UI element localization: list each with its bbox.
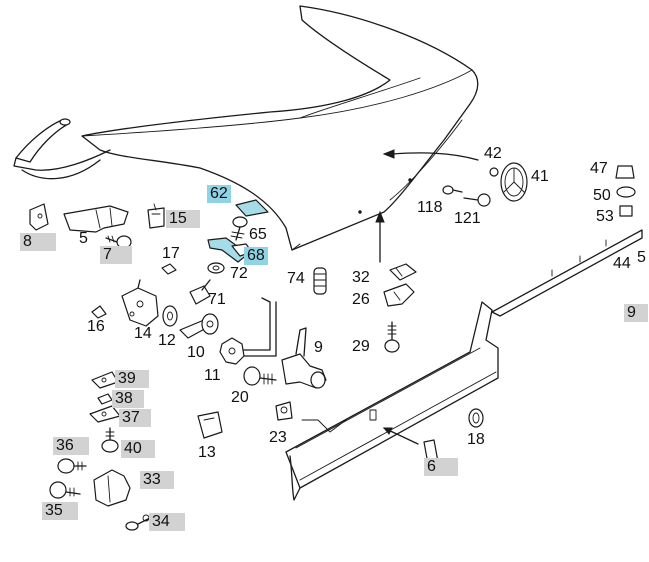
part-40-bolt[interactable] bbox=[101, 427, 119, 453]
part-44-trim-strip[interactable] bbox=[491, 229, 643, 317]
callout-53[interactable]: 53 bbox=[596, 208, 614, 225]
part-65-screw[interactable] bbox=[230, 216, 248, 241]
part-35-bolt[interactable] bbox=[49, 481, 81, 499]
callout-34[interactable]: 34 bbox=[149, 513, 185, 531]
part-15-clip[interactable] bbox=[147, 203, 165, 229]
callout-72[interactable]: 72 bbox=[230, 265, 248, 282]
part-26-latch[interactable] bbox=[383, 283, 415, 307]
part-20-bolt[interactable] bbox=[243, 366, 277, 386]
callout-16[interactable]: 16 bbox=[87, 318, 105, 335]
part-71-bolt[interactable] bbox=[189, 279, 211, 305]
part-29-bolt[interactable] bbox=[384, 321, 400, 353]
callout-8[interactable]: 8 bbox=[20, 233, 56, 251]
part-9-actuator[interactable] bbox=[281, 327, 327, 389]
callout-32[interactable]: 32 bbox=[352, 269, 370, 286]
callout-10[interactable]: 10 bbox=[187, 344, 205, 361]
callout-68[interactable]: 68 bbox=[244, 247, 268, 265]
callout-36[interactable]: 36 bbox=[53, 437, 89, 455]
part-10-linkage[interactable] bbox=[179, 313, 219, 339]
part-118-screw[interactable] bbox=[442, 185, 463, 195]
callout-74[interactable]: 74 bbox=[287, 270, 305, 287]
callout-37[interactable]: 37 bbox=[119, 409, 151, 427]
callout-18[interactable]: 18 bbox=[467, 431, 485, 448]
callout-5-left[interactable]: 5 bbox=[79, 230, 88, 247]
callout-20[interactable]: 20 bbox=[231, 389, 249, 406]
callout-7[interactable]: 7 bbox=[100, 246, 132, 264]
callout-12[interactable]: 12 bbox=[158, 332, 176, 349]
part-17-nut[interactable] bbox=[161, 263, 177, 275]
part-121-bolt[interactable] bbox=[463, 193, 491, 207]
callout-41[interactable]: 41 bbox=[531, 168, 549, 185]
part-11-gear[interactable] bbox=[219, 297, 277, 365]
part-14-lock[interactable] bbox=[121, 279, 159, 327]
callout-14[interactable]: 14 bbox=[134, 325, 152, 342]
callout-17[interactable]: 17 bbox=[162, 245, 180, 262]
callout-23[interactable]: 23 bbox=[269, 429, 287, 446]
trunk-lid bbox=[81, 5, 479, 251]
callout-6[interactable]: 6 bbox=[424, 458, 458, 476]
callout-35[interactable]: 35 bbox=[42, 502, 78, 520]
callout-47[interactable]: 47 bbox=[590, 160, 608, 177]
callout-118[interactable]: 118 bbox=[417, 199, 443, 216]
callout-65[interactable]: 65 bbox=[249, 226, 267, 243]
part-8-bracket[interactable] bbox=[29, 203, 49, 231]
part-36-bolt[interactable] bbox=[57, 458, 87, 474]
part-37-plate[interactable] bbox=[89, 405, 121, 423]
part-13-bracket[interactable] bbox=[197, 411, 223, 439]
part-32-bracket[interactable] bbox=[389, 263, 417, 281]
callout-38[interactable]: 38 bbox=[112, 390, 144, 408]
callout-9-right[interactable]: 9 bbox=[624, 304, 648, 322]
callout-15[interactable]: 15 bbox=[166, 210, 200, 228]
part-42-nut[interactable] bbox=[489, 167, 499, 177]
callout-11[interactable]: 11 bbox=[204, 367, 221, 384]
part-18-grommet[interactable] bbox=[468, 408, 484, 428]
callout-13[interactable]: 13 bbox=[198, 444, 216, 461]
arrow-to-lid bbox=[375, 210, 385, 263]
part-12-washer[interactable] bbox=[162, 305, 178, 327]
callout-40[interactable]: 40 bbox=[121, 440, 155, 458]
part-5-latch-bracket[interactable] bbox=[63, 205, 129, 233]
part-23-clip[interactable] bbox=[275, 401, 293, 421]
part-16-clip[interactable] bbox=[91, 305, 107, 319]
callout-29[interactable]: 29 bbox=[352, 338, 370, 355]
callout-71[interactable]: 71 bbox=[208, 291, 226, 308]
parts-47-50-53[interactable] bbox=[615, 165, 636, 217]
hinge-arm bbox=[13, 118, 111, 180]
callout-33[interactable]: 33 bbox=[140, 471, 174, 489]
rear-panel bbox=[285, 301, 499, 501]
callout-62[interactable]: 62 bbox=[207, 185, 231, 203]
part-33-bracket[interactable] bbox=[93, 469, 131, 507]
part-62[interactable] bbox=[235, 199, 269, 217]
callout-42[interactable]: 42 bbox=[484, 145, 502, 162]
callout-9[interactable]: 9 bbox=[314, 339, 323, 356]
part-38-clip[interactable] bbox=[97, 393, 113, 405]
callout-121[interactable]: 121 bbox=[454, 210, 481, 227]
callout-44[interactable]: 44 bbox=[613, 255, 631, 272]
part-41-emblem[interactable] bbox=[500, 162, 528, 202]
part-74-bumper[interactable] bbox=[313, 267, 327, 295]
part-72-washer[interactable] bbox=[207, 262, 225, 274]
part-34-fastener[interactable] bbox=[125, 514, 151, 531]
arrow-part-6 bbox=[382, 427, 419, 445]
callout-50[interactable]: 50 bbox=[593, 187, 611, 204]
arrow-emblem bbox=[382, 149, 479, 161]
callout-5-right[interactable]: 5 bbox=[637, 249, 646, 266]
callout-39[interactable]: 39 bbox=[115, 370, 149, 388]
callout-26[interactable]: 26 bbox=[352, 291, 370, 308]
